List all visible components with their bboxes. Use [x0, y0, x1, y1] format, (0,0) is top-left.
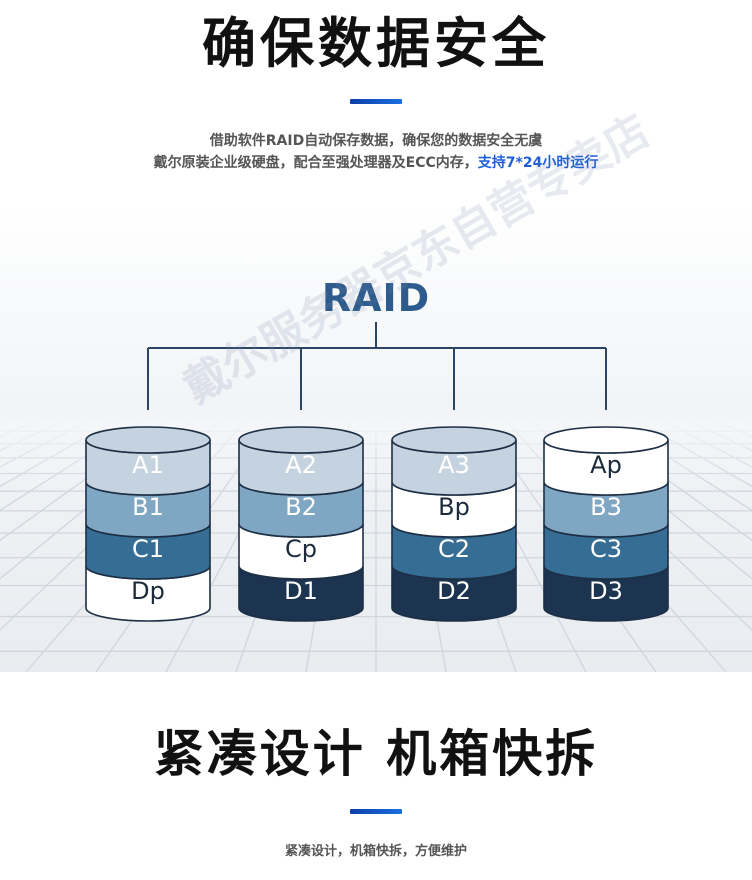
- raid-title: RAID: [321, 276, 431, 320]
- disk-top: [543, 426, 669, 454]
- disk-layer-label: D2: [437, 577, 471, 605]
- disk-layer-label: D1: [284, 577, 318, 605]
- disk-layer-label: C1: [132, 535, 164, 563]
- raid-connector-lines: [147, 322, 607, 410]
- disk-layer-label: A2: [285, 451, 317, 479]
- disk-top: [391, 426, 517, 454]
- description-line-2: 戴尔原装企业级硬盘，配合至强处理器及ECC内存，支持7*24小时运行: [0, 150, 752, 176]
- disk-layer-label: B1: [132, 493, 164, 521]
- disk-top: [85, 426, 211, 454]
- section-title-data-security: 确保数据安全: [202, 12, 550, 75]
- disk-top: [238, 426, 364, 454]
- disk-layer-label: Dp: [131, 577, 165, 605]
- disk-layer-label: B3: [590, 493, 622, 521]
- description-highlight: 支持7*24小时运行: [477, 155, 599, 171]
- section2-caption: 紧凑设计，机箱快拆，方便维护: [284, 844, 467, 859]
- title-accent-bar: [350, 99, 402, 104]
- disk-layer-label: B2: [285, 493, 317, 521]
- disk-layer-label: A1: [132, 451, 164, 479]
- disk-layer-label: A3: [438, 451, 470, 479]
- disk-layer-label: C2: [438, 535, 470, 563]
- disk-layer-label: Cp: [285, 535, 317, 563]
- disk-layer-label: Ap: [590, 451, 622, 479]
- description-line-1: 借助软件RAID自动保存数据，确保您的数据安全无虞: [209, 133, 543, 149]
- section-title-compact-design: 紧凑设计 机箱快拆: [153, 725, 599, 783]
- disk-layer-label: Bp: [438, 493, 470, 521]
- section2-accent-bar: [350, 809, 402, 814]
- disk-layer-label: C3: [590, 535, 622, 563]
- disk-layer-label: D3: [589, 577, 623, 605]
- chassis-section: [0, 672, 752, 880]
- description-line-2-text: 戴尔原装企业级硬盘，配合至强处理器及ECC内存，: [153, 155, 478, 171]
